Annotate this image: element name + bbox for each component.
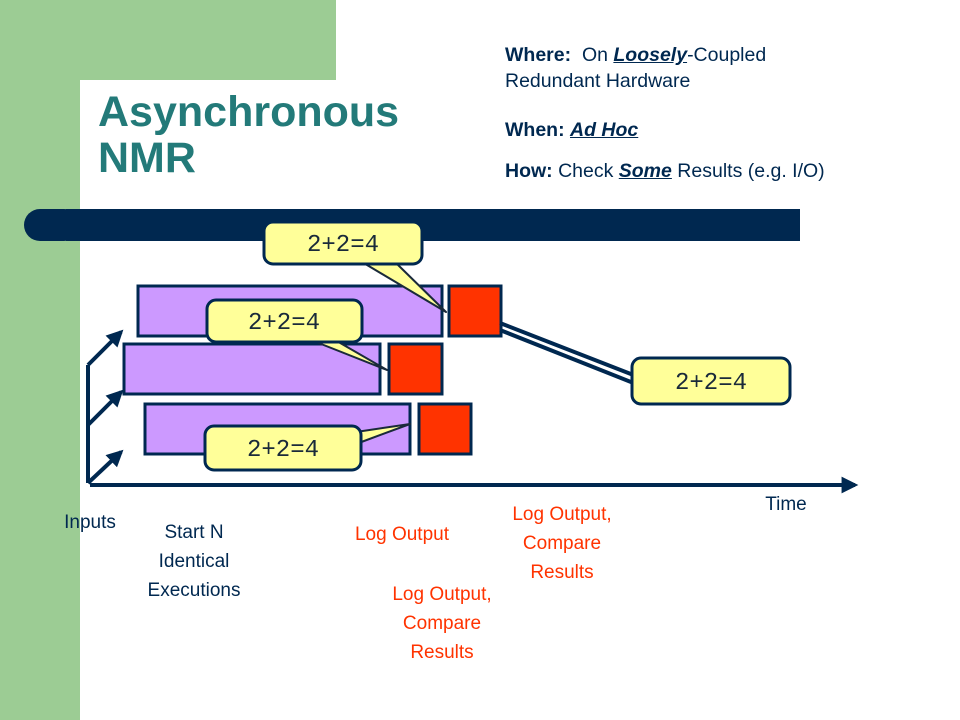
input-arrow-1	[86, 329, 124, 367]
curved-corner	[80, 80, 200, 200]
where-line2: Redundant Hardware	[505, 70, 691, 92]
where-pre: On	[581, 44, 614, 66]
where-post: -Coupled	[687, 44, 767, 66]
input-arrow-3	[86, 449, 124, 485]
execution-bar-2	[122, 342, 382, 396]
green-sidebar	[0, 0, 80, 720]
how-text: How: Check Some Results (e.g. I/O)	[505, 158, 825, 184]
compare-line-1	[499, 321, 637, 378]
bubble-text-1: 2+2=4	[307, 232, 379, 259]
how-post: Results (e.g. I/O)	[671, 160, 825, 182]
bubble-4: 2+2=4	[630, 356, 792, 406]
separator-bar	[66, 209, 800, 241]
inputs-label: Inputs	[64, 512, 116, 533]
how-pre: Check	[552, 160, 619, 182]
time-label: Time	[765, 494, 807, 515]
when-label: When:	[505, 119, 565, 141]
where-label: Where:	[505, 44, 572, 66]
log-compare-label-bottom: Log Output, Compare Results	[392, 584, 492, 663]
compare-line-2	[499, 328, 637, 386]
input-arrow-2	[86, 389, 124, 427]
where-text: Where: On Loosely-Coupled Redundant Hard…	[505, 42, 766, 94]
bubble-text-3: 2+2=4	[247, 437, 319, 464]
bubble-1: 2+2=4	[262, 220, 447, 313]
log-compare-label-top: Log Output, Compare Results	[512, 504, 612, 583]
where-emphasis: Loosely	[613, 44, 688, 66]
checkpoint-1	[447, 284, 503, 338]
checkpoint-3	[417, 402, 473, 456]
bubble-2: 2+2=4	[205, 298, 388, 371]
how-emphasis: Some	[618, 160, 672, 182]
bubble-3: 2+2=4	[203, 423, 411, 472]
log-output-label: Log Output	[354, 524, 450, 545]
bubble-text-4: 2+2=4	[675, 370, 747, 397]
green-top-block	[80, 0, 336, 80]
when-emphasis: Ad Hoc	[570, 119, 639, 141]
when-text: When: Ad Hoc	[505, 117, 638, 143]
start-label: Start N Identical Executions	[147, 522, 241, 601]
checkpoint-2	[387, 342, 444, 396]
how-label: How:	[505, 160, 553, 182]
slide-title: Asynchronous NMR	[98, 88, 400, 182]
bubble-text-2: 2+2=4	[248, 310, 320, 337]
